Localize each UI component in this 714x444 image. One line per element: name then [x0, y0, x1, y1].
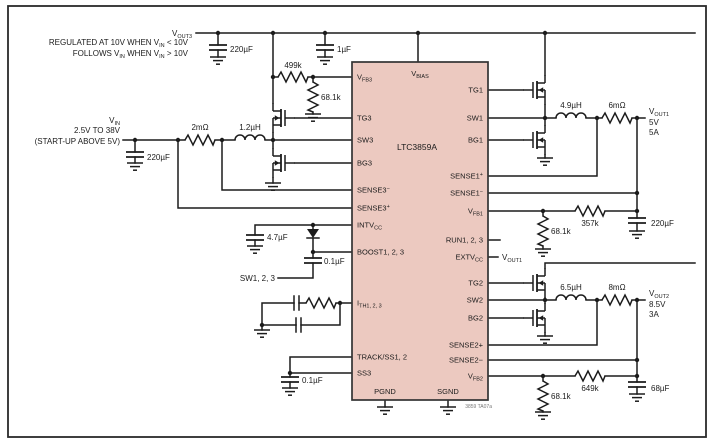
- value-cboost: 0.1µF: [324, 257, 345, 266]
- pin-extvcc: EXTVCC: [455, 253, 483, 264]
- pin-vfb3: VFB3: [357, 73, 372, 84]
- ic-name: LTC3859A: [397, 142, 437, 152]
- pin-sense3-minus: SENSE3−: [357, 186, 390, 195]
- value-rs3: 2mΩ: [191, 123, 208, 132]
- label-vin: VIN: [109, 116, 120, 127]
- label-vout1-amps: 5A: [649, 128, 659, 137]
- pin-bg3: BG3: [357, 159, 372, 168]
- pin-ith123: ITH1, 2, 3: [357, 299, 382, 310]
- pin-bg1: BG1: [468, 136, 483, 145]
- value-rfb1-bot: 68.1k: [551, 227, 572, 236]
- pin-vbias: VBIAS: [411, 69, 429, 80]
- value-cbias: 1µF: [337, 45, 351, 54]
- pin-pgnd: PGND: [374, 387, 396, 396]
- pin-run123: RUN1, 2, 3: [446, 236, 483, 245]
- pin-intvcc: INTVCC: [357, 221, 382, 232]
- value-l1: 4.9µH: [560, 101, 582, 110]
- ic-ltc3859a: LTC3859A VBIAS VFB3 TG3 SW3 BG3 SENSE3− …: [351, 61, 489, 401]
- labels: VOUT3 REGULATED AT 10V WHEN VIN < 10V FO…: [35, 29, 674, 410]
- capacitor-ith-network: [293, 295, 302, 333]
- value-cout2: 68µF: [651, 384, 670, 393]
- pin-sw1: SW1: [467, 114, 483, 123]
- label-vout2-volts: 8.5V: [649, 300, 666, 309]
- pin-ss3: SS3: [357, 369, 371, 378]
- label-vin-range: 2.5V TO 38V: [74, 126, 121, 135]
- pin-boost123: BOOST1, 2, 3: [357, 248, 404, 257]
- pin-sense3-plus: SENSE3+: [357, 204, 390, 213]
- pin-vfb1: VFB1: [468, 207, 483, 218]
- value-l3: 1.2µH: [239, 123, 261, 132]
- pin-tg1: TG1: [468, 86, 483, 95]
- components: [125, 44, 647, 420]
- wires: [122, 32, 696, 413]
- value-rfb3-bot: 68.1k: [321, 93, 342, 102]
- diode-intvcc-boost: [306, 229, 320, 239]
- value-cout1: 220µF: [651, 219, 674, 228]
- pin-sw3: SW3: [357, 136, 373, 145]
- label-vout2-amps: 3A: [649, 310, 659, 319]
- pin-sense2-minus: SENSE2−: [449, 356, 484, 365]
- value-cout3: 220µF: [230, 45, 253, 54]
- value-rfb2-top: 649k: [581, 384, 599, 393]
- pin-vfb2: VFB2: [468, 372, 483, 383]
- label-vout3: VOUT3: [172, 29, 192, 40]
- label-vout1-volts: 5V: [649, 118, 659, 127]
- junction-dots: [132, 30, 640, 379]
- label-extvcc-vout1: VOUT1: [502, 253, 522, 264]
- pin-sgnd: SGND: [437, 387, 459, 396]
- pin-tg2: TG2: [468, 279, 483, 288]
- pin-sw2: SW2: [467, 296, 483, 305]
- pin-bg2: BG2: [468, 314, 483, 323]
- label-footnote: 3859 TA07a: [465, 404, 492, 410]
- value-rfb1-top: 357k: [581, 219, 599, 228]
- pin-track-ss12: TRACK/SS1, 2: [357, 353, 407, 362]
- label-vout1: VOUT1: [649, 107, 669, 118]
- value-rs1: 6mΩ: [608, 101, 625, 110]
- label-vout2: VOUT2: [649, 289, 669, 300]
- pin-sense1-minus: SENSE1−: [450, 189, 483, 198]
- value-css: 0.1µF: [302, 376, 323, 385]
- value-cin: 220µF: [147, 153, 170, 162]
- value-l2: 6.5µH: [560, 283, 582, 292]
- value-rfb3-top: 499k: [284, 61, 302, 70]
- ic-body: [351, 61, 489, 401]
- label-vin-startup: (START-UP ABOVE 5V): [35, 137, 121, 146]
- value-cvcc: 4.7µF: [267, 233, 288, 242]
- value-rfb2-bot: 68.1k: [551, 392, 572, 401]
- note-line1: REGULATED AT 10V WHEN VIN < 10V: [49, 38, 189, 49]
- pin-sense1-plus: SENSE1+: [450, 172, 483, 181]
- label-sw123: SW1, 2, 3: [240, 274, 276, 283]
- pin-tg3: TG3: [357, 114, 372, 123]
- pin-sense2-plus: SENSE2+: [449, 341, 484, 350]
- value-rs2: 8mΩ: [608, 283, 625, 292]
- note-line2: FOLLOWS VIN WHEN VIN > 10V: [73, 49, 189, 60]
